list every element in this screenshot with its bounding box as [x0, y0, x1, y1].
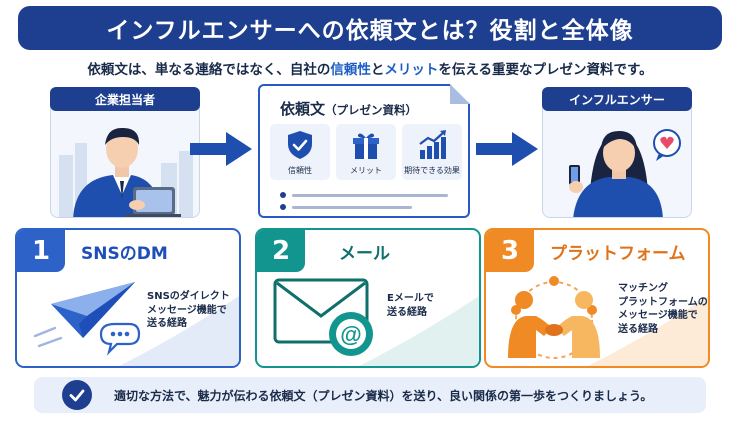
method-description: Eメールで 送る経路 [387, 292, 434, 319]
envelope-at-icon: @ [273, 278, 373, 356]
method-card-email: 2 メール @ Eメールで 送る経路 [255, 228, 481, 368]
handshake-network-icon [508, 276, 600, 359]
method-title: メール [339, 244, 390, 264]
influencer-person-icon [569, 129, 681, 217]
receiver-label: インフルエンサー [542, 87, 692, 111]
method-card-sns-dm: 1 SNSのDM SNSのダイレクト メッセージ機能で 送る経路 [15, 228, 241, 368]
method-title: プラットフォーム [550, 244, 686, 264]
corner-decoration [588, 296, 708, 366]
page-title: インフルエンサーへの依頼文とは？役割と全体像 [106, 18, 634, 44]
chat-bubble-icon [99, 322, 141, 356]
summary-banner: 適切な方法で、魅力が伝わる依頼文（プレゼン資料）を送り、良い関係の第一歩をつくり… [34, 377, 706, 413]
method-number-badge: 1 [17, 230, 65, 272]
method-description-line: 送る経路 [618, 323, 658, 335]
document-item-label: 信頼性 [288, 166, 312, 175]
arrow-right-icon [476, 132, 538, 166]
method-title: SNSのDM [81, 244, 168, 264]
method-description-line: Eメールで [387, 293, 434, 304]
sender-label: 企業担当者 [50, 87, 200, 111]
corner-decoration [359, 296, 479, 366]
subtitle-text: を伝える重要なプレゼン資料です。 [438, 62, 653, 78]
subtitle-highlight-trust: 信頼性 [330, 62, 371, 78]
subtitle-text: 依頼文は、単なる連絡ではなく、自社の [87, 62, 331, 78]
text-line [292, 206, 412, 209]
subtitle: 依頼文は、単なる連絡ではなく、自社の信頼性とメリットを伝える重要なプレゼン資料で… [0, 58, 740, 78]
document-item-trust: 信頼性 [270, 124, 330, 180]
svg-text:@: @ [340, 322, 361, 347]
method-card-platform: 3 プラットフォーム マッチング プラットフォームの メッセージ機能で 送る経路 [484, 228, 710, 368]
growth-chart-icon [419, 130, 446, 159]
method-description: SNSのダイレクト メッセージ機能で 送る経路 [147, 290, 230, 331]
corner-decoration [119, 296, 239, 366]
business-person-icon [59, 127, 193, 217]
shield-check-icon [288, 131, 312, 159]
arrow-right-icon [190, 132, 252, 166]
document-item-effect: 期待できる効果 [402, 124, 462, 180]
document-title: 依頼文（プレゼン資料） [280, 98, 417, 119]
bullet-dot [280, 204, 286, 210]
gift-icon [353, 133, 379, 159]
document-item-label: 期待できる効果 [404, 166, 460, 175]
summary-text: 適切な方法で、魅力が伝わる依頼文（プレゼン資料）を送り、良い関係の第一歩をつくり… [114, 389, 653, 403]
method-description-line: マッチング [618, 283, 668, 294]
subtitle-highlight-merit: メリット [384, 62, 439, 78]
text-line [292, 194, 448, 197]
page-fold-icon [450, 84, 470, 104]
checkmark-glyph [69, 389, 85, 402]
method-description-line: プラットフォームの [618, 296, 708, 308]
paper-plane-icon [33, 282, 141, 356]
checkmark-icon [62, 380, 92, 410]
method-description-line: 送る経路 [147, 318, 187, 329]
method-number-badge: 3 [486, 230, 534, 272]
title-banner: インフルエンサーへの依頼文とは？役割と全体像 [18, 6, 722, 50]
method-description-line: SNSのダイレクト [147, 291, 230, 302]
document-item-merit: メリット [336, 124, 396, 180]
method-number-badge: 2 [257, 230, 305, 272]
method-description-line: メッセージ機能で [147, 304, 227, 316]
method-description: マッチング プラットフォームの メッセージ機能で 送る経路 [618, 282, 708, 336]
document-title-main: 依頼文 [280, 100, 326, 118]
method-description-line: 送る経路 [387, 306, 427, 318]
document-item-label: メリット [350, 166, 382, 175]
method-description-line: メッセージ機能で [618, 310, 698, 321]
request-document-card: 依頼文（プレゼン資料） 信頼性 メリット 期待できる効果 [258, 84, 470, 218]
receiver-illustration [542, 90, 692, 218]
bullet-dot [280, 192, 286, 198]
document-title-sub: （プレゼン資料） [325, 103, 418, 117]
sender-illustration [50, 90, 200, 218]
subtitle-text: と [370, 62, 385, 78]
